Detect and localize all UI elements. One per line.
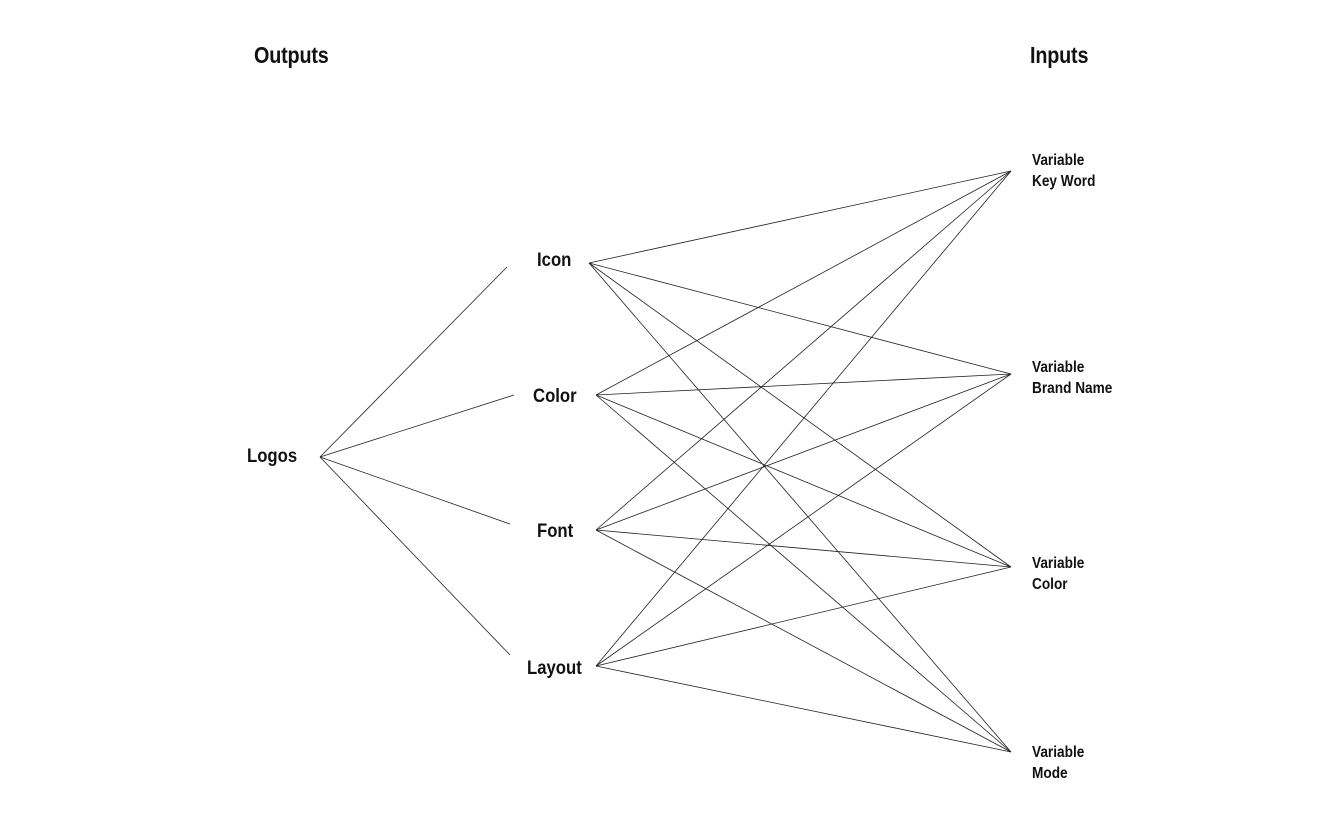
input-line2: Mode [1032,765,1068,782]
edge-icon-to-input-key-word [588,170,1012,264]
input-line2: Key Word [1032,173,1096,190]
edge-layout-to-input-key-word [595,170,1012,667]
edge-icon-to-input-color [588,262,1012,568]
root-node-logos: Logos [247,446,298,467]
inputs-heading: Inputs [1030,42,1089,68]
input-line2: Brand Name [1032,380,1113,397]
edge-font-to-input-mode [595,529,1012,753]
edge-color-to-input-mode [595,394,1012,753]
input-line1: Variable [1032,359,1085,376]
input-node-key-word: Variable Key Word [1032,150,1095,192]
edge-layout-to-input-color [595,566,1012,667]
edge-logos-to-icon [319,266,508,458]
edge-font-to-input-key-word [595,170,1012,531]
input-line1: Variable [1032,152,1085,169]
input-line1: Variable [1032,555,1085,572]
edge-logos-to-font [319,456,511,525]
edge-color-to-input-color [595,394,1012,568]
input-node-color: Variable Color [1032,553,1084,595]
edge-icon-to-input-brand-name [588,262,1012,375]
edge-font-to-input-color [595,529,1012,568]
outputs-heading: Outputs [254,42,329,68]
edge-layout-to-input-mode [595,665,1012,753]
output-node-layout: Layout [527,658,582,679]
output-node-icon: Icon [537,250,572,271]
edge-layout-to-input-brand-name [595,373,1012,667]
input-line2: Color [1032,576,1068,593]
edge-logos-to-color [319,394,515,458]
output-node-font: Font [537,521,574,542]
edge-icon-to-input-mode [588,262,1012,753]
input-line1: Variable [1032,744,1085,761]
edge-color-to-input-key-word [595,170,1012,396]
output-node-color: Color [533,386,577,407]
input-node-mode: Variable Mode [1032,742,1084,784]
edge-color-to-input-brand-name [595,373,1012,396]
edge-font-to-input-brand-name [595,373,1012,531]
input-node-brand-name: Variable Brand Name [1032,357,1112,399]
edge-logos-to-layout [319,456,511,656]
